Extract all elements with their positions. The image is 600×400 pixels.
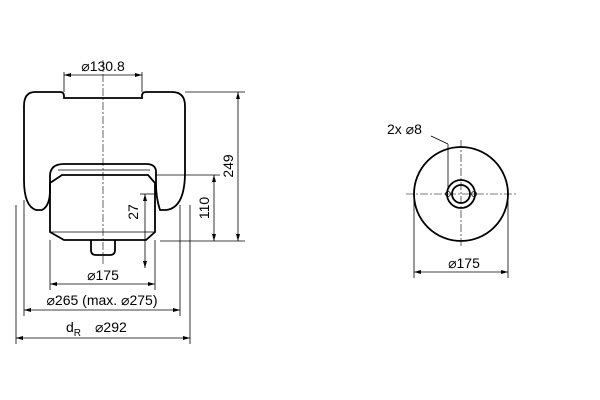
- mounting-hole-left: [445, 191, 451, 197]
- side-view: ⌀130.8 249 110 27 ⌀175 ⌀265 (max. ⌀: [15, 58, 245, 344]
- plan-hub-inner: [451, 184, 471, 204]
- bellows-outline: [23, 91, 186, 211]
- plan-diameter-label: ⌀175: [448, 255, 480, 271]
- bellows-diameter-label: ⌀265 (max. ⌀275): [46, 292, 157, 308]
- holes-label: 2x ⌀8: [387, 121, 422, 137]
- dr-value-label: ⌀292: [95, 319, 127, 335]
- bottom-stud: [90, 240, 116, 256]
- piston-outline: [49, 174, 156, 241]
- piston-height-label: 110: [196, 197, 212, 220]
- piston-diameter-label: ⌀175: [87, 267, 119, 283]
- overall-height-label: 249: [220, 154, 236, 178]
- mounting-hole-right: [471, 191, 477, 197]
- plan-hub-outer: [446, 179, 476, 209]
- plan-view: 2x ⌀8 ⌀175: [387, 121, 516, 278]
- top-diameter-label: ⌀130.8: [81, 58, 125, 74]
- dr-label: dR: [66, 319, 81, 339]
- offset-label: 27: [125, 204, 141, 220]
